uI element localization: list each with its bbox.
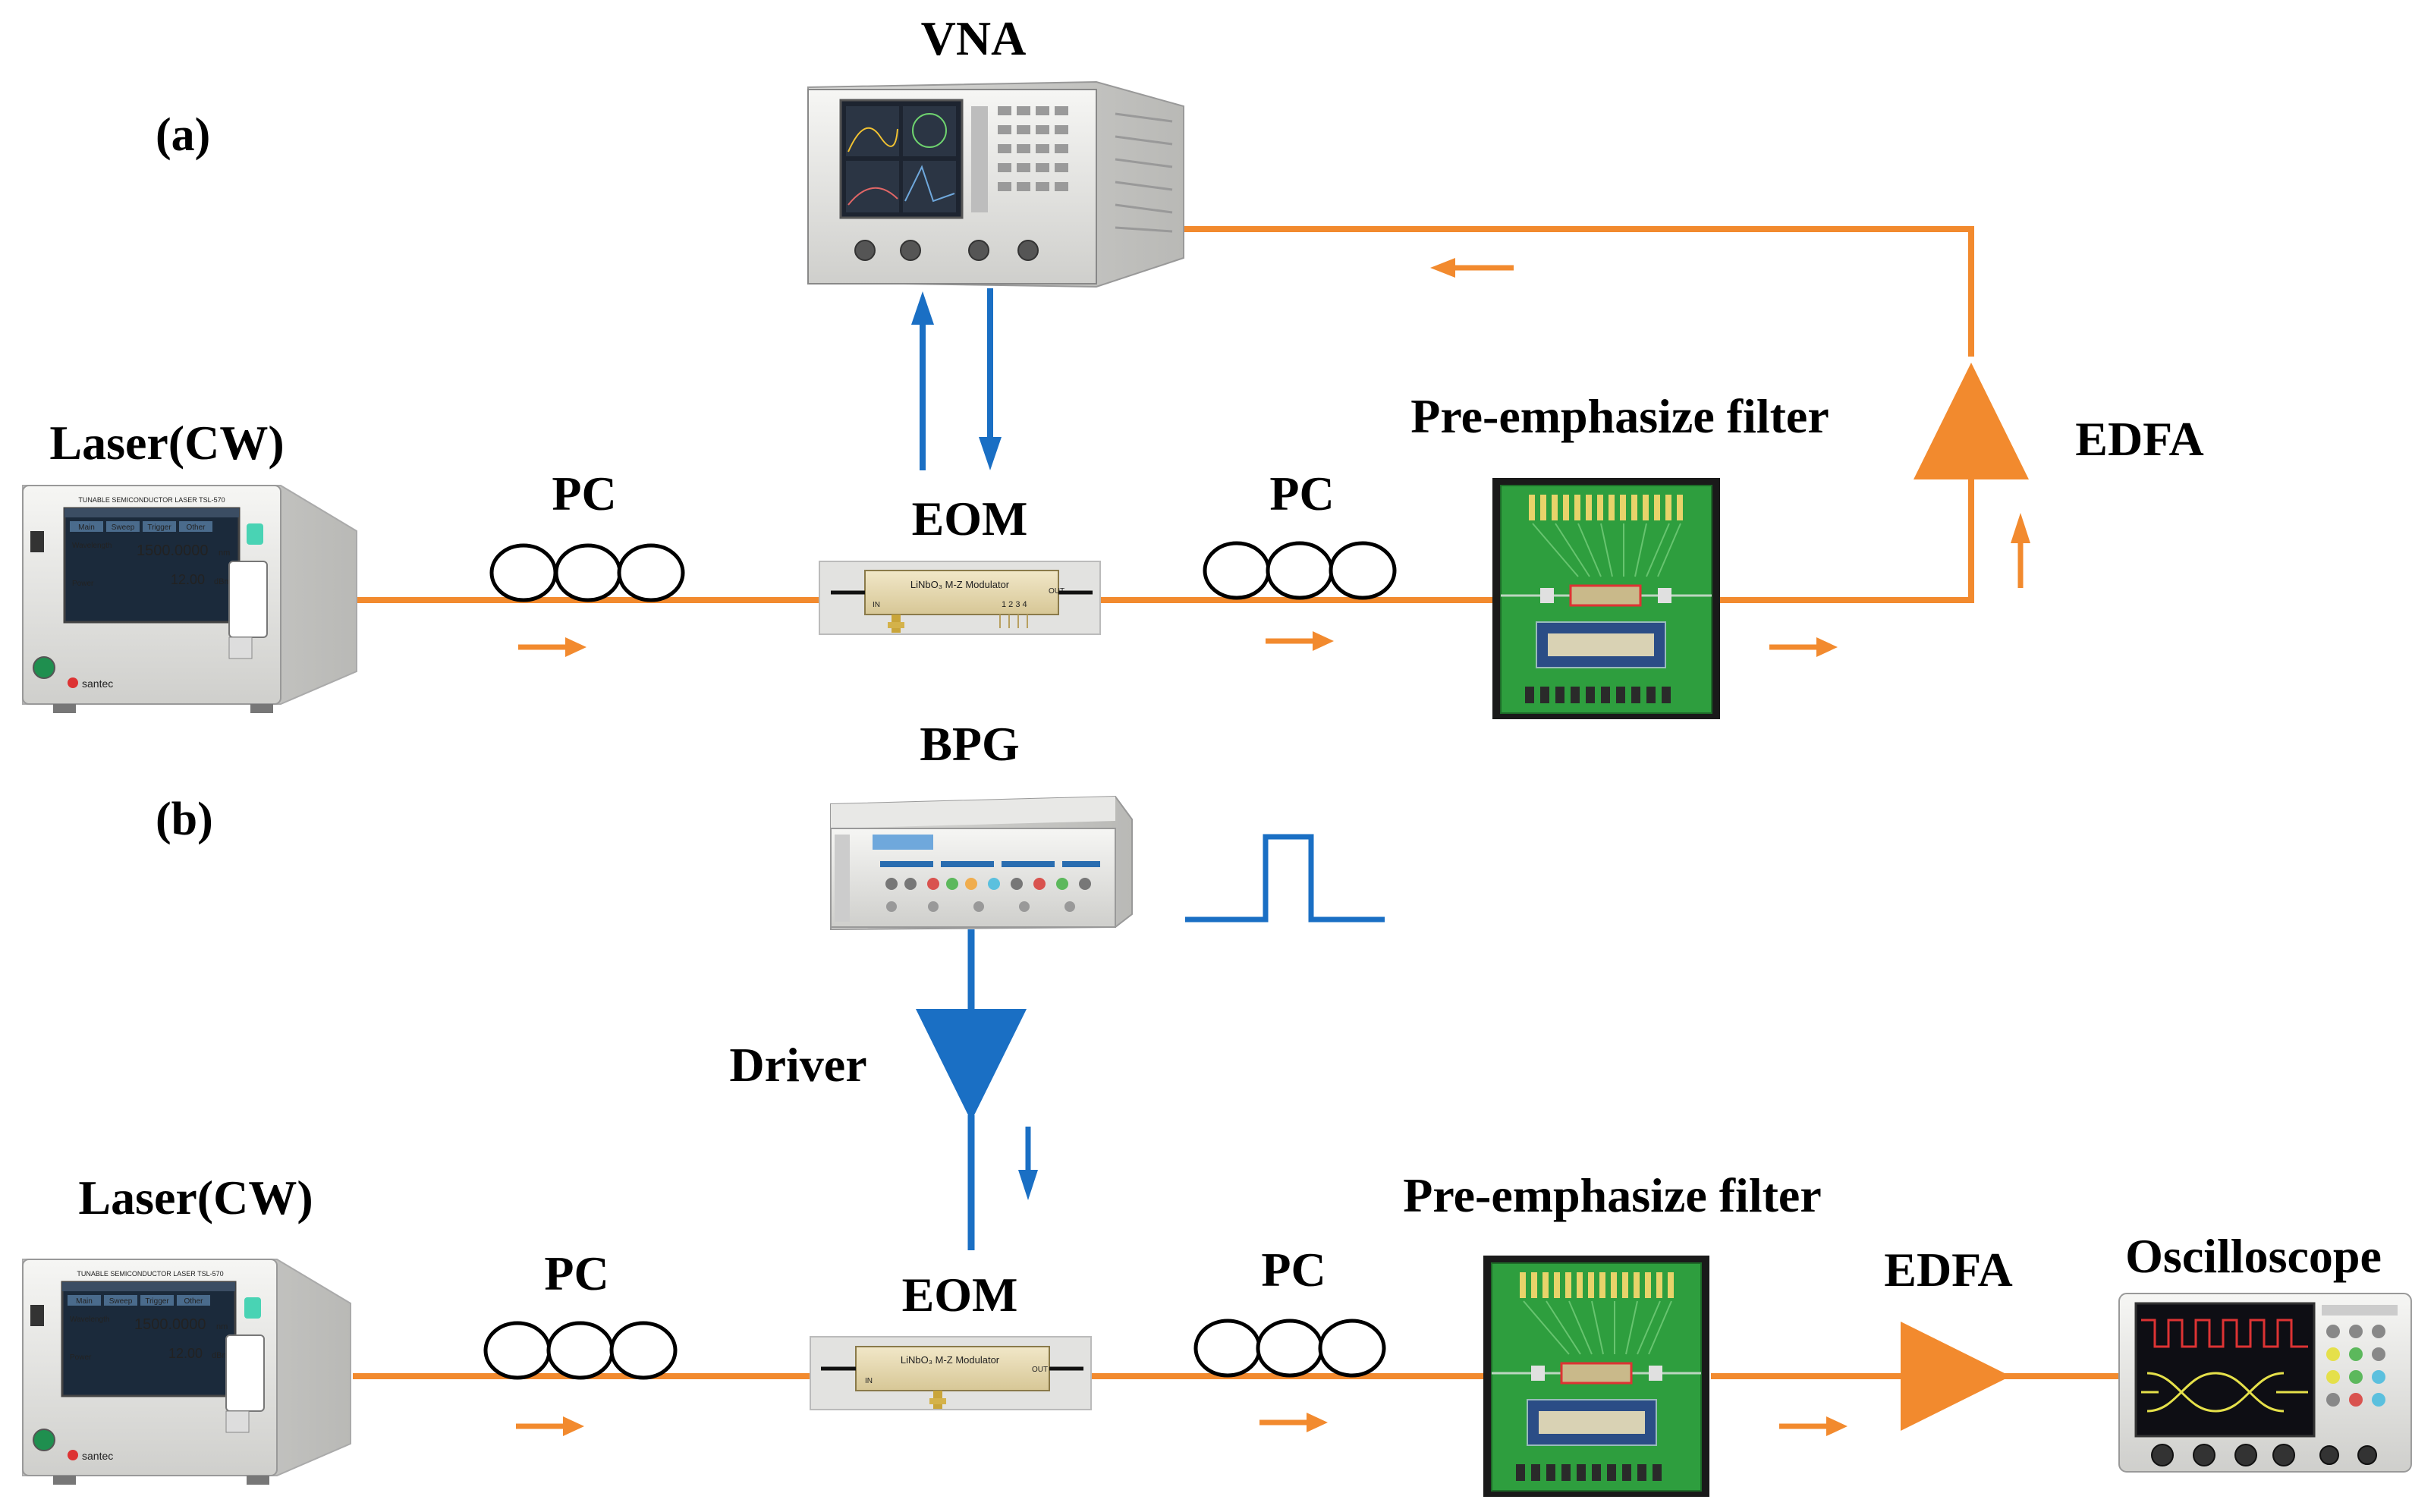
eom-b-in: IN xyxy=(865,1377,873,1385)
edfa-a-label: EDFA xyxy=(2075,412,2203,466)
vna-instrument xyxy=(807,80,1184,288)
vna-label: VNA xyxy=(921,11,1027,65)
laser-b-tab-sweep: Sweep xyxy=(109,1297,133,1306)
optical-direction-arrow-left xyxy=(1430,258,1514,278)
pc-b-right-label: PC xyxy=(1261,1243,1325,1297)
eom-a-ports: 1 2 3 4 xyxy=(1002,600,1027,609)
optical-direction-arrow xyxy=(1259,1413,1328,1432)
laser-b-power-unit: dBm xyxy=(212,1351,229,1360)
laser-b-model-header: TUNABLE SEMICONDUCTOR LASER TSL-570 xyxy=(77,1270,223,1278)
laser-b-power-value: 12.00 xyxy=(168,1346,203,1361)
optical-direction-arrow xyxy=(1779,1416,1848,1436)
polarization-controller-a-right xyxy=(1203,541,1397,600)
eom-a-out: OUT xyxy=(1049,587,1064,596)
laser-a-label: Laser(CW) xyxy=(49,416,284,470)
laser-a-tab-other: Other xyxy=(186,523,206,532)
bpg-label: BPG xyxy=(920,717,1020,771)
laser-a-tab-trigger: Trigger xyxy=(147,523,171,532)
edfa-a-amplifier xyxy=(1914,363,2029,479)
electrical-arrow-up xyxy=(911,291,934,470)
eom-a-label: EOM xyxy=(912,492,1028,545)
laser-a-wavelength-unit: nm xyxy=(219,549,230,558)
pc-a-right-label: PC xyxy=(1269,467,1334,520)
optical-direction-arrow xyxy=(1769,637,1838,657)
driver-amplifier xyxy=(916,1009,1027,1121)
panel-a: (a) VNA Laser(CW) PC EOM PC Pre-emphasiz… xyxy=(49,11,2204,657)
panel-b: (b) BPG Driver Laser(CW) PC EOM PC Pre-e… xyxy=(78,717,2382,1436)
oscilloscope-label: Oscilloscope xyxy=(2125,1229,2382,1283)
eom-b-out: OUT xyxy=(1032,1366,1048,1374)
edfa-b-amplifier xyxy=(1901,1322,2011,1431)
eom-a-in: IN xyxy=(873,601,880,609)
optical-direction-arrow-up xyxy=(2011,513,2030,588)
electrical-arrow-down xyxy=(979,288,1002,470)
panel-a-label: (a) xyxy=(156,109,210,161)
laser-a-instrument: Main Sweep Trigger Other Wavelength 1500… xyxy=(22,485,357,713)
edfa-b-label: EDFA xyxy=(1884,1243,2012,1297)
filter-b-pcb xyxy=(1483,1256,1709,1497)
laser-b-label: Laser(CW) xyxy=(78,1171,313,1224)
pulse-waveform xyxy=(1185,834,1385,923)
laser-b-wavelength-label: Wavelength xyxy=(70,1316,109,1324)
eom-a-title: LiNbO₃ M-Z Modulator xyxy=(910,579,1010,590)
laser-a-tab-sweep: Sweep xyxy=(112,523,135,532)
laser-b-power-label: Power xyxy=(70,1353,92,1362)
polarization-controller-b-right xyxy=(1193,1319,1386,1378)
laser-b-tab-trigger: Trigger xyxy=(145,1297,169,1306)
laser-a-tab-main: Main xyxy=(78,523,95,532)
optical-direction-arrow xyxy=(516,1416,584,1436)
filter-a-pcb xyxy=(1492,478,1720,719)
eom-b-label: EOM xyxy=(902,1268,1018,1322)
eom-a-modulator: LiNbO₃ M-Z Modulator 1 2 3 4 IN OUT xyxy=(819,561,1101,635)
laser-b-tab-main: Main xyxy=(76,1297,93,1306)
electrical-direction-arrow-down xyxy=(1018,1127,1038,1200)
laser-b-instrument: Main Sweep Trigger Other Wavelength 1500… xyxy=(22,1259,351,1485)
laser-b-brand: santec xyxy=(82,1450,113,1462)
optical-direction-arrow xyxy=(1266,631,1334,651)
laser-a-wavelength-label: Wavelength xyxy=(72,542,112,550)
filter-a-label: Pre-emphasize filter xyxy=(1410,389,1829,443)
laser-a-power-unit: dBm xyxy=(214,577,231,586)
optical-direction-arrow xyxy=(518,637,586,657)
laser-b-tab-other: Other xyxy=(184,1297,203,1306)
pc-a-left-label: PC xyxy=(552,467,616,520)
bpg-instrument xyxy=(830,795,1133,931)
laser-a-brand: santec xyxy=(82,677,113,690)
pc-b-left-label: PC xyxy=(544,1246,609,1300)
laser-b-wavelength-value: 1500.0000 xyxy=(134,1316,206,1333)
laser-a-power-label: Power xyxy=(72,580,94,588)
laser-a-wavelength-value: 1500.0000 xyxy=(137,542,209,559)
eom-b-title: LiNbO₃ M-Z Modulator xyxy=(901,1354,1000,1366)
polarization-controller-b-left xyxy=(483,1321,678,1380)
panel-b-label: (b) xyxy=(156,794,213,845)
eom-b-modulator: LiNbO₃ M-Z Modulator IN OUT xyxy=(810,1336,1092,1410)
oscilloscope-instrument xyxy=(2118,1293,2412,1473)
laser-a-model-header: TUNABLE SEMICONDUCTOR LASER TSL-570 xyxy=(78,496,225,504)
laser-a-power-value: 12.00 xyxy=(171,572,205,587)
filter-b-label: Pre-emphasize filter xyxy=(1403,1168,1821,1222)
laser-b-wavelength-unit: nm xyxy=(216,1322,228,1331)
polarization-controller-a-left xyxy=(489,543,685,602)
driver-label: Driver xyxy=(729,1038,866,1092)
